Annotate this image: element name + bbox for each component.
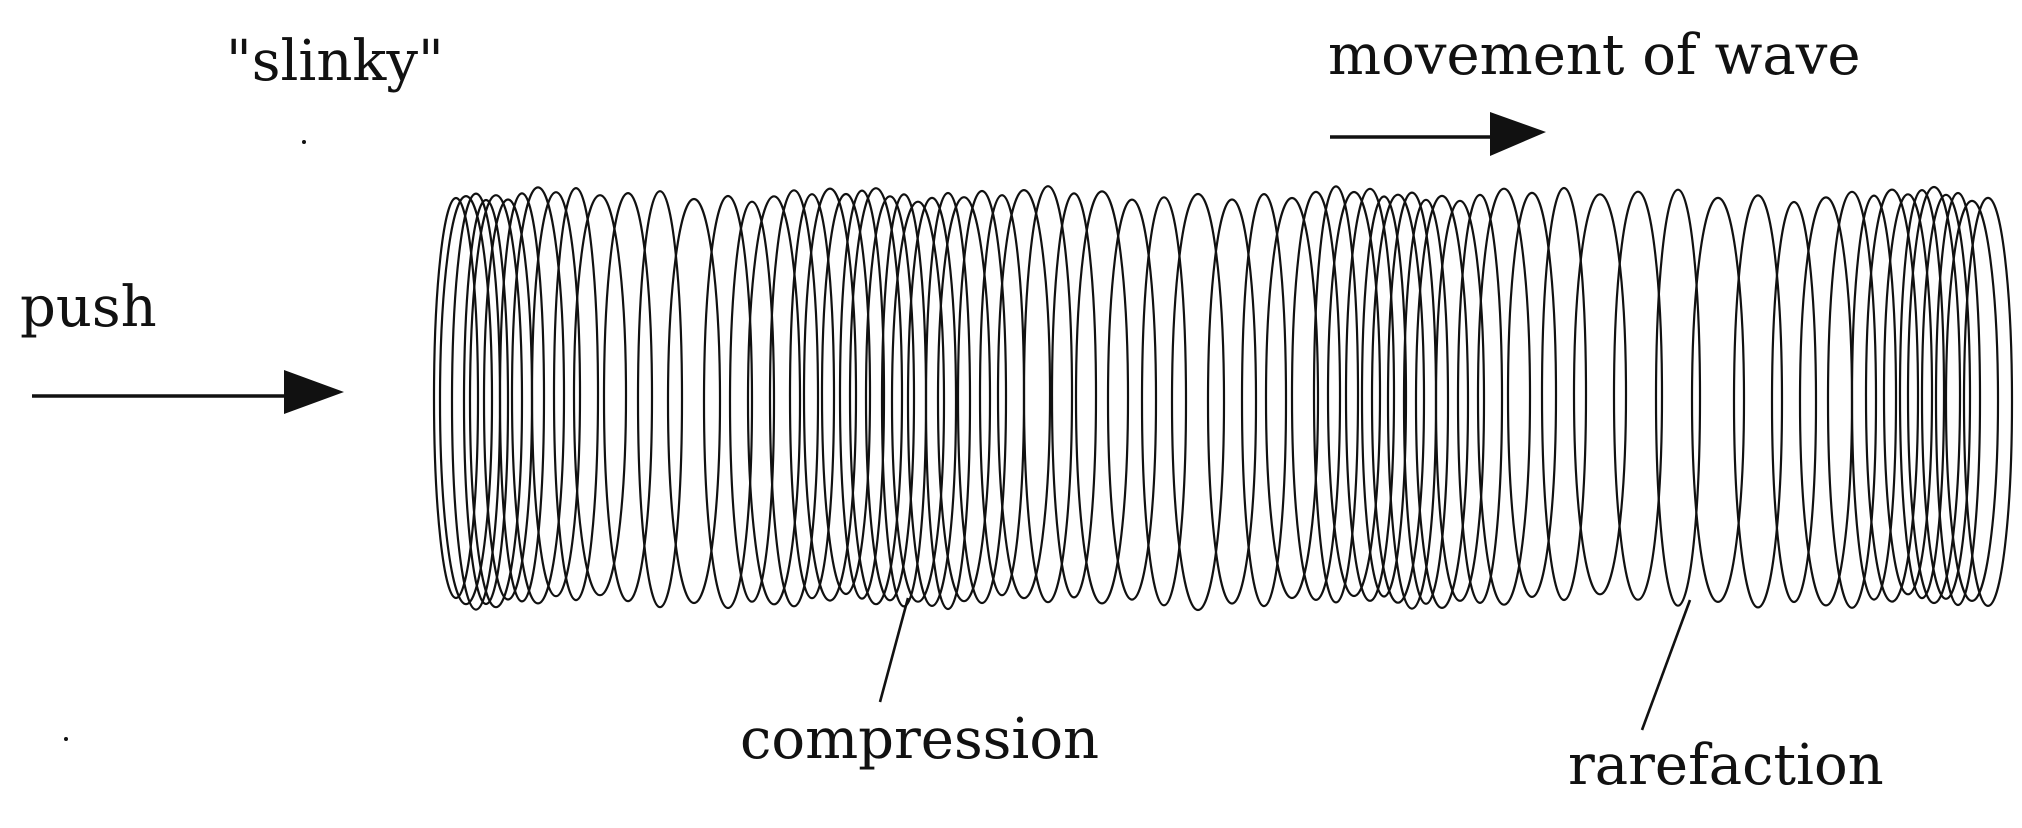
slinky-coil — [1360, 195, 1408, 598]
slinky-coil — [728, 200, 776, 603]
slinky-coil — [702, 194, 754, 610]
slinky-coil — [838, 189, 886, 600]
slinky-coil — [1074, 190, 1130, 605]
slinky-coil — [510, 186, 566, 605]
slinky-coil — [1326, 190, 1382, 598]
slinky-coil — [996, 189, 1052, 600]
slinky-coil — [1850, 194, 1898, 601]
slinky-coil — [572, 194, 628, 597]
slinky-coil — [1386, 191, 1438, 610]
push-arrow — [32, 370, 344, 414]
wave-movement-label: movement of wave — [1328, 23, 1861, 88]
slinky-coil — [1106, 198, 1158, 601]
slinky-coil — [820, 192, 872, 596]
slinky-coil — [1312, 185, 1360, 604]
slinky-coil — [1572, 193, 1628, 596]
slinky-coil — [1414, 194, 1470, 609]
slinky-coil — [864, 195, 916, 602]
slinky-coil — [432, 196, 480, 600]
slinky-coil — [1170, 192, 1226, 612]
slinky-coil — [1140, 196, 1188, 607]
slinky-coil — [1434, 199, 1486, 602]
slinky-coil — [746, 195, 802, 606]
slinky-coil — [1290, 190, 1342, 601]
wave-arrow-head — [1490, 112, 1546, 156]
slinky-coil — [1612, 190, 1664, 601]
slinky-coil — [1826, 190, 1878, 609]
slinky-coil — [1906, 185, 1962, 605]
stray-dot — [302, 140, 306, 144]
slinky-coil — [956, 189, 1008, 605]
slinky-coil — [906, 196, 958, 607]
slinky-coil — [1344, 187, 1396, 602]
slinky-coil — [768, 189, 820, 608]
slinky-coil — [1944, 199, 2000, 602]
slinky-coil — [802, 187, 858, 602]
slinky-coil — [1898, 189, 1946, 600]
slinky-coil — [1798, 196, 1854, 607]
slinky-coil — [924, 191, 972, 611]
wave-direction-arrow — [1330, 112, 1546, 156]
slinky-coil — [848, 187, 904, 606]
slinky-coil — [1264, 196, 1320, 600]
push-arrow-head — [284, 370, 344, 414]
slinky-coil — [1050, 192, 1098, 599]
push-label: push — [20, 275, 157, 340]
slinky-coil — [890, 200, 946, 603]
rarefaction-pointer-line — [1640, 599, 1692, 731]
slinky-coil — [1882, 193, 1934, 596]
slinky-coils — [432, 185, 2014, 612]
slinky-coil — [1732, 194, 1784, 609]
slinky-coil — [1540, 186, 1588, 602]
slinky-coil — [1402, 198, 1450, 605]
slinky-coil — [1240, 193, 1288, 608]
slinky-coil — [1920, 193, 1972, 600]
slinky-coil — [936, 196, 992, 603]
slinky-coil — [1506, 191, 1558, 598]
slinky-coil — [788, 193, 836, 600]
slinky-coil — [498, 192, 546, 603]
slinky-coil — [880, 193, 928, 608]
slinky-coil — [462, 198, 510, 606]
slinky-label: "slinky" — [226, 29, 444, 94]
slinky-coil — [1206, 198, 1258, 605]
slinky-coil — [1690, 196, 1746, 603]
compression-pointer-line — [878, 597, 910, 703]
slinky-coil — [1456, 193, 1504, 604]
slinky-coil — [636, 190, 684, 609]
slinky-coil — [438, 195, 494, 606]
slinky-coil — [1370, 193, 1426, 604]
compression-label: compression — [740, 707, 1100, 772]
slinky-coil — [1934, 191, 1982, 607]
slinky-coil — [1962, 196, 2014, 607]
slinky-coil — [1476, 187, 1532, 606]
stray-dot — [64, 737, 68, 741]
slinky-coil — [1770, 200, 1818, 604]
slinky-coil — [1654, 188, 1702, 607]
slinky-coil — [602, 192, 654, 603]
slinky-coil — [666, 197, 722, 605]
slinky-coil — [468, 194, 524, 609]
slinky-coil — [530, 191, 582, 598]
slinky-coil — [1864, 188, 1920, 603]
slinky-coil — [978, 194, 1026, 597]
slinky-coil — [1022, 185, 1074, 604]
rarefaction-label: rarefaction — [1568, 733, 1884, 798]
slinky-coil — [552, 187, 600, 602]
